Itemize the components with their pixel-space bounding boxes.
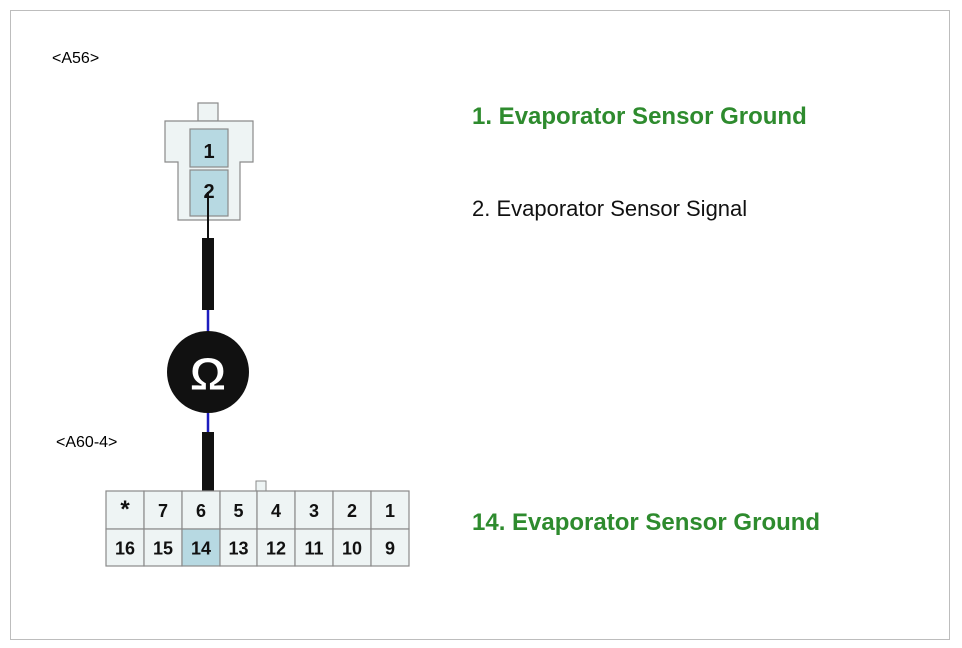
pin-label-5: 5 [233,501,243,521]
legend-item-1: 1. Evaporator Sensor Ground [472,103,807,130]
pin-cell-16 [105,528,145,567]
pin-cell-7 [143,490,183,530]
pin-cell-4 [256,490,296,530]
pin-1-label: 1 [203,141,214,163]
pin-cell-10 [332,528,372,567]
pin-cell-11 [294,528,334,567]
connector-a56: 1 2 [164,102,254,221]
legend-item-3: 14. Evaporator Sensor Ground [472,509,821,536]
pin-label-13: 13 [228,539,248,559]
pin-label-11: 11 [304,539,323,559]
ohm-symbol: Ω [190,348,227,400]
pin-cell-1 [370,490,410,530]
pin-label-1: 1 [385,501,395,521]
pin-label-6: 6 [196,501,206,521]
pin-cell-15 [143,528,183,567]
legend-item-2: 2. Evaporator Sensor Signal [472,196,748,221]
pin-label-10: 10 [342,539,362,559]
pin-cell-star [105,490,145,530]
pin-label-star: * [120,496,130,523]
pin-label-7: 7 [158,501,168,521]
pin-label-2: 2 [347,501,357,521]
pin-cell-2 [332,490,372,530]
diagram-frame [10,10,950,640]
pin-cell-3 [294,490,334,530]
connector-a60-4-label: <A60-4> [56,434,118,451]
pin-cell-9 [370,528,410,567]
ohmmeter-icon: Ω [167,331,249,413]
connector-a60-4: * 7 6 5 4 3 2 1 16 15 14 13 12 11 10 9 [105,480,410,567]
pin-label-15: 15 [153,539,173,559]
pin-label-4: 4 [271,501,281,521]
pin-label-9: 9 [385,539,395,559]
pin-1 [189,128,229,168]
pin-label-14: 14 [191,539,211,559]
pin-label-16: 16 [115,539,135,559]
pin-label-12: 12 [266,539,286,559]
connector-a56-label: <A56> [52,50,100,67]
pin-label-3: 3 [309,501,319,521]
pin-cell-12 [256,528,296,567]
pin-cell-5 [219,490,258,530]
pin-cell-14 [181,528,221,567]
